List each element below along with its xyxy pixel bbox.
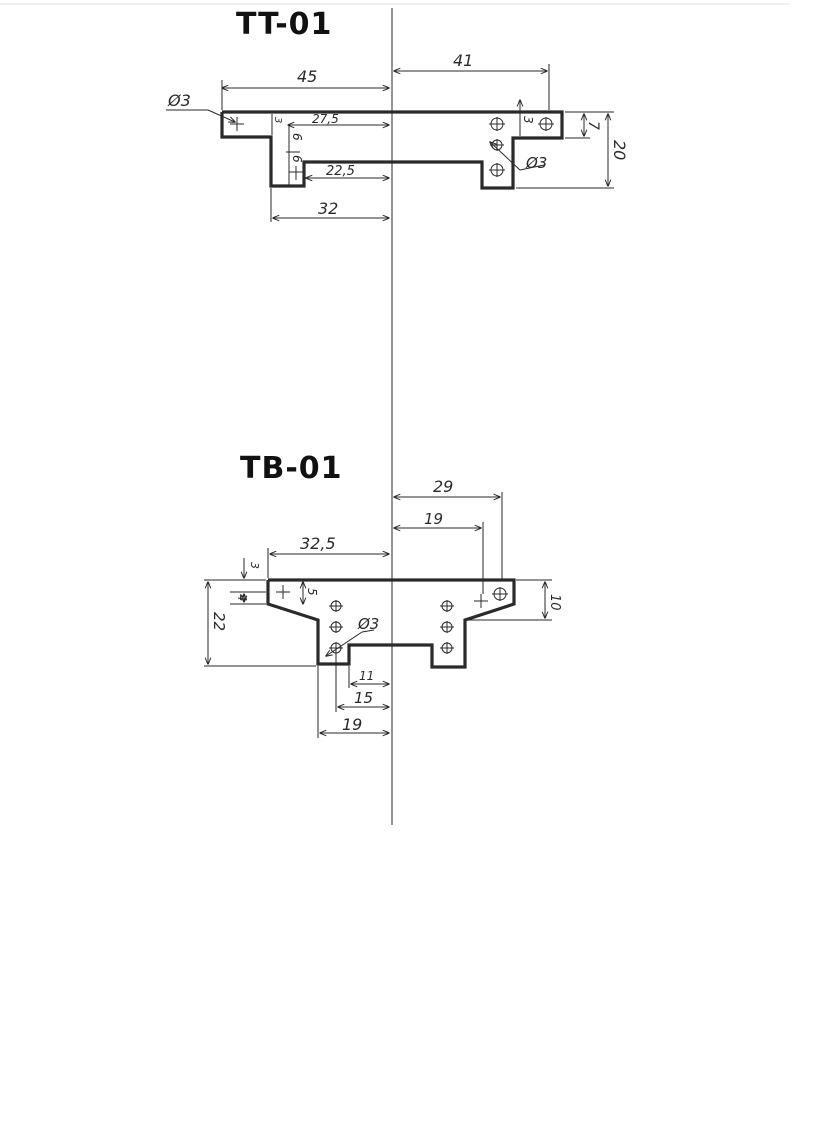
dim-label: 3 — [272, 117, 283, 123]
hole-label: Ø3 — [167, 91, 191, 110]
drawing-tb01: TB-01 29 19 32,5 22 — [204, 451, 562, 738]
dim-label: 10 — [547, 594, 562, 611]
dim-label: 19 — [424, 510, 443, 528]
dim-label: 11 — [359, 669, 374, 683]
dim-label: 19 — [342, 715, 362, 734]
dim-label: 3 — [521, 116, 535, 124]
hole-mark — [276, 585, 508, 654]
dim-label: 15 — [354, 689, 373, 707]
dim-label: 6 — [290, 155, 304, 163]
hole-label: Ø3 — [357, 615, 379, 633]
dim-label: 5 — [305, 588, 319, 596]
dim-label: 22 — [210, 612, 228, 631]
dim-label: 45 — [297, 67, 317, 86]
dim-label: 4 — [235, 594, 248, 601]
drawing-title-tb01: TB-01 — [240, 451, 343, 486]
drawing-tt01: TT-01 45 41 27,5 22,5 32 — [166, 7, 629, 222]
part-outline-tt01 — [220, 110, 564, 190]
dim-label: 22,5 — [326, 164, 355, 179]
dim-label: 6 — [290, 133, 304, 141]
hole-label: Ø3 — [525, 154, 547, 172]
drawing-title-tt01: TT-01 — [236, 7, 332, 42]
dim-label: 3 — [248, 562, 261, 569]
dim-label: 20 — [610, 140, 629, 160]
dim-label: 41 — [453, 51, 473, 70]
dim-label: 29 — [433, 477, 453, 496]
part-outline-tb01 — [266, 578, 516, 669]
dim-label: 32 — [318, 199, 338, 218]
dim-label: 27,5 — [312, 112, 339, 126]
dim-label: 7 — [585, 121, 601, 130]
dim-label: 32,5 — [300, 534, 336, 553]
